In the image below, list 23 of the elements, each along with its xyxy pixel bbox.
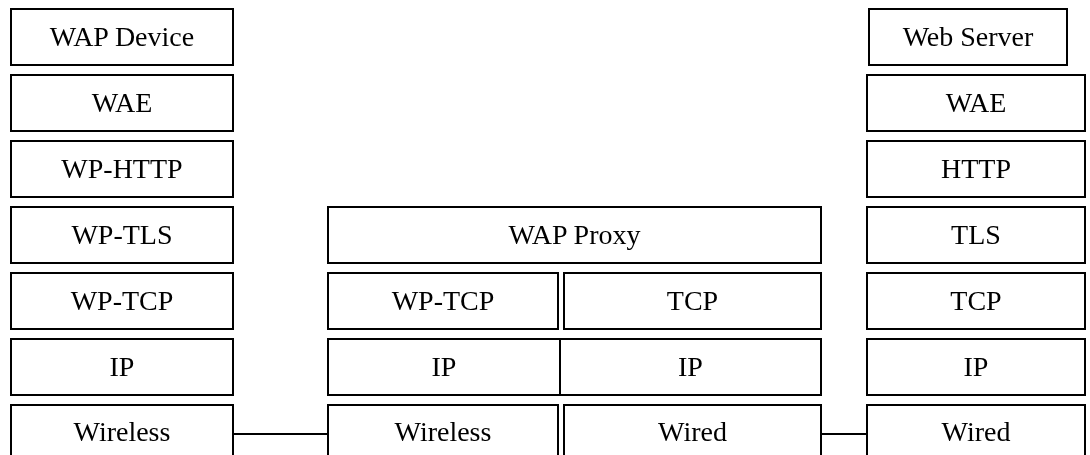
protocol-layer-box: WP-TCP [327, 272, 559, 330]
connector-line [233, 433, 328, 435]
protocol-layer-box: WP-HTTP [10, 140, 234, 198]
protocol-layer-box: Wired [866, 404, 1086, 455]
protocol-layer-box: IP [866, 338, 1086, 396]
protocol-layer-box: WP-TLS [10, 206, 234, 264]
protocol-layer-box: WAE [10, 74, 234, 132]
protocol-layer-box: IP [10, 338, 234, 396]
protocol-layer-box: WAP Proxy [327, 206, 822, 264]
protocol-layer-box: WAE [866, 74, 1086, 132]
protocol-layer-box: IP [327, 338, 561, 396]
protocol-layer-box: TCP [866, 272, 1086, 330]
protocol-layer-box: Wireless [327, 404, 559, 455]
protocol-layer-box: WAP Device [10, 8, 234, 66]
protocol-layer-box: TCP [563, 272, 822, 330]
protocol-layer-box: HTTP [866, 140, 1086, 198]
connector-line [821, 433, 867, 435]
protocol-layer-box: TLS [866, 206, 1086, 264]
protocol-layer-box: Wired [563, 404, 822, 455]
protocol-layer-box: Wireless [10, 404, 234, 455]
protocol-layer-box: IP [559, 338, 822, 396]
protocol-layer-box: WP-TCP [10, 272, 234, 330]
protocol-layer-box: Web Server [868, 8, 1068, 66]
